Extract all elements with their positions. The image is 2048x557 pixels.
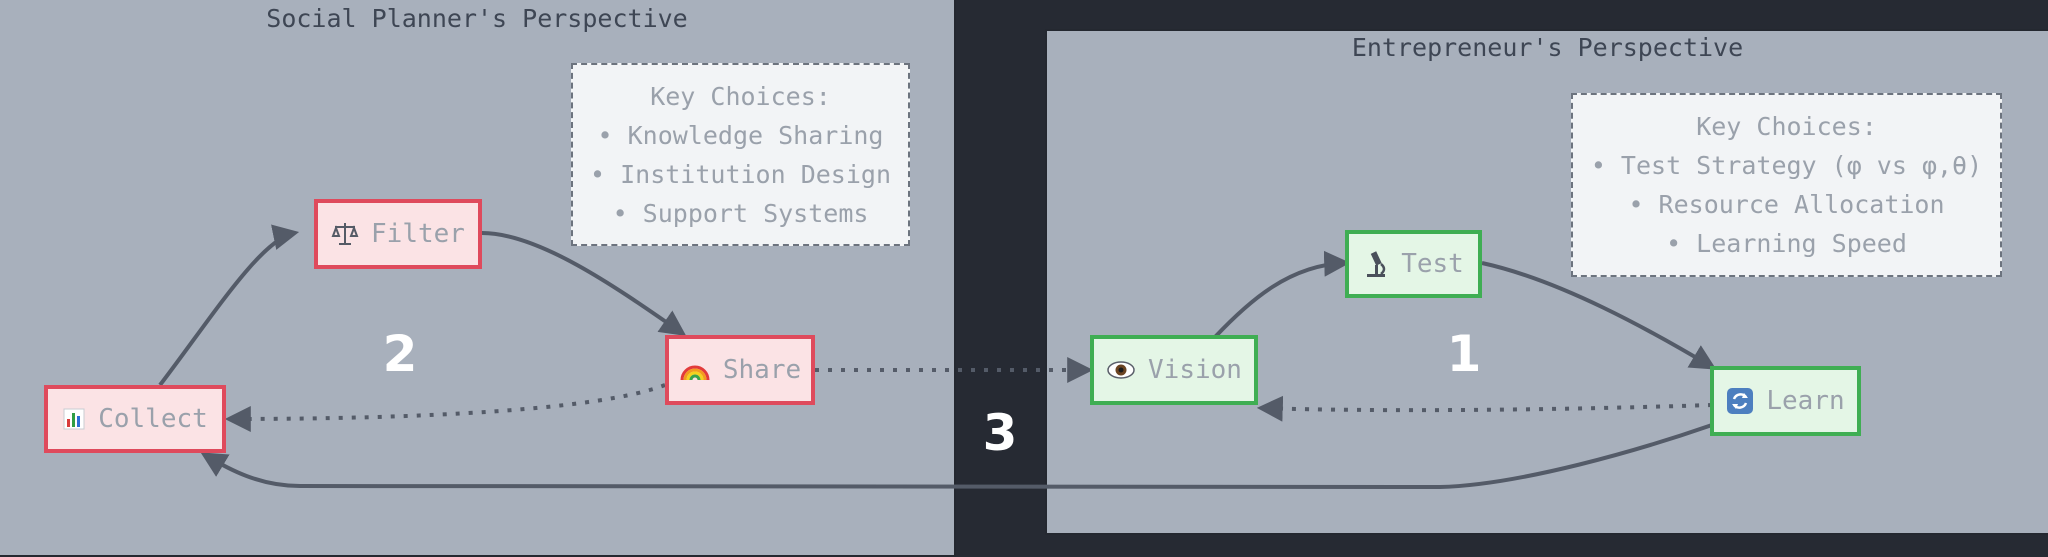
social-planner-title: Social Planner's Perspective (266, 4, 688, 33)
entrepreneur-key-choices: Key Choices: • Test Strategy (φ vs φ,θ) … (1571, 93, 2002, 277)
node-learn[interactable]: Learn (1710, 366, 1861, 436)
node-vision-label: Vision (1148, 355, 1242, 385)
edge-learn-to-collect (200, 423, 1713, 490)
node-share-label: Share (722, 355, 802, 385)
loop-label-bridge: 3 (982, 404, 1018, 462)
node-test-label: Test (1401, 249, 1464, 279)
loop-label-entrepreneur: 1 (1446, 325, 1482, 383)
entrepreneur-key-choice-item: • Learning Speed (1666, 229, 1907, 258)
edge-share-to-collect (224, 383, 666, 432)
node-collect-label: Collect (98, 404, 208, 434)
rainbow-icon (679, 358, 711, 382)
edge-filter-to-share (481, 231, 687, 336)
planner-key-choice-item: • Knowledge Sharing (597, 120, 884, 150)
edge-learn-to-vision (1256, 395, 1713, 422)
edge-test-to-learn (1481, 261, 1717, 370)
node-collect[interactable]: Collect (44, 385, 226, 453)
entrepreneur-title: Entrepreneur's Perspective (1351, 33, 1744, 62)
node-learn-label: Learn (1766, 386, 1845, 416)
scales-icon (331, 221, 359, 247)
node-filter[interactable]: Filter (314, 199, 482, 269)
bar-chart-icon (62, 407, 86, 431)
node-filter-label: Filter (371, 219, 465, 249)
loop-label-planner: 2 (382, 325, 418, 383)
microscope-icon (1363, 250, 1389, 278)
cycle-arrows-icon (1726, 387, 1754, 415)
node-share[interactable]: Share (665, 335, 815, 405)
node-vision[interactable]: Vision (1090, 335, 1258, 405)
eye-icon (1106, 359, 1136, 381)
edge-vision-to-test (1213, 250, 1351, 339)
entrepreneur-key-choice-item: • Test Strategy (φ vs φ,θ) (1590, 151, 1983, 180)
planner-key-choice-item: • Institution Design (589, 159, 892, 189)
entrepreneur-key-choice-item: • Resource Allocation (1628, 190, 1945, 219)
planner-key-choices: Key Choices: • Knowledge Sharing • Insti… (571, 63, 910, 246)
edge-collect-to-filter (158, 224, 300, 387)
entrepreneur-key-choices-heading: Key Choices: (1696, 112, 1877, 141)
node-test[interactable]: Test (1345, 230, 1482, 298)
planner-key-choices-heading: Key Choices: (650, 81, 831, 111)
planner-key-choice-item: • Support Systems (612, 198, 869, 228)
